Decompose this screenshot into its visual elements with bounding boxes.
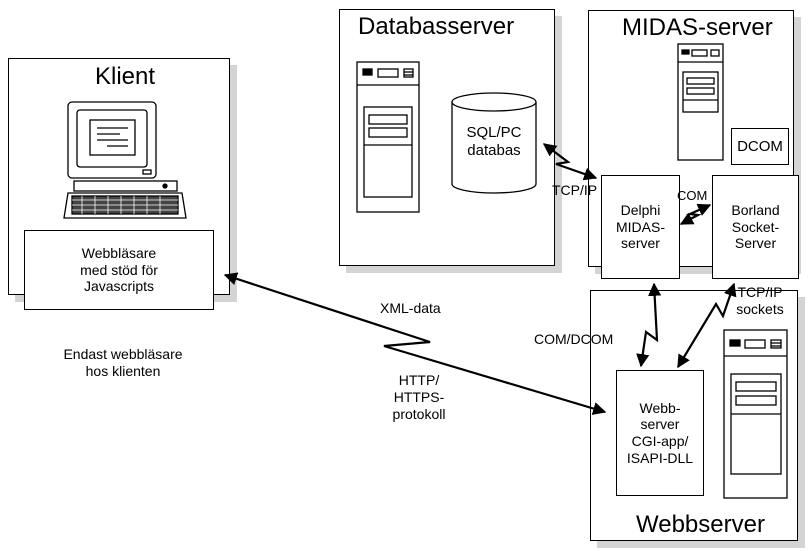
tcpip-link-db-delphi <box>542 143 598 181</box>
webblasare-box: Webbläsare med stöd för Javascripts <box>24 230 214 310</box>
com-link-delphi-borland <box>679 203 712 225</box>
com-dcom-link <box>636 282 662 368</box>
http-link <box>223 272 607 415</box>
tcpip-sockets-label: TCP/IP sockets <box>736 284 784 317</box>
webbserver-title: Webbserver <box>636 511 765 538</box>
tcpip-db-label: TCP/IP <box>552 182 598 198</box>
connection-lines <box>223 143 737 415</box>
databasserver-title: Databasserver <box>358 13 515 40</box>
dcom-box: DCOM <box>731 128 789 165</box>
database-tower-icon <box>356 61 420 213</box>
delphi-midas-server-box: Delphi MIDAS- server <box>601 175 680 279</box>
tcpip-sockets-link <box>677 282 737 369</box>
webbserver-app-box: Webb- server CGI-app/ ISAPI-DLL <box>616 370 704 496</box>
computer-icon <box>63 101 187 219</box>
com-dcom-label: COM/DCOM <box>534 331 614 347</box>
endast-webblasare-label: Endast webbläsare hos klienten <box>63 346 183 379</box>
sql-databas-label: SQL/PC databas <box>466 124 522 159</box>
com-label: COM <box>677 188 708 203</box>
database-cylinder-icon <box>451 92 537 194</box>
klient-title: Klient <box>95 63 156 90</box>
http-protocol-label: HTTP/ HTTPS- protokoll <box>392 372 446 422</box>
midas-tower-icon <box>677 43 724 161</box>
xml-data-label: XML-data <box>380 300 441 316</box>
borland-socket-server-box: Borland Socket- Server <box>712 175 799 279</box>
webbserver-tower-icon <box>723 329 788 499</box>
midas-server-title: MIDAS-server <box>622 14 773 41</box>
